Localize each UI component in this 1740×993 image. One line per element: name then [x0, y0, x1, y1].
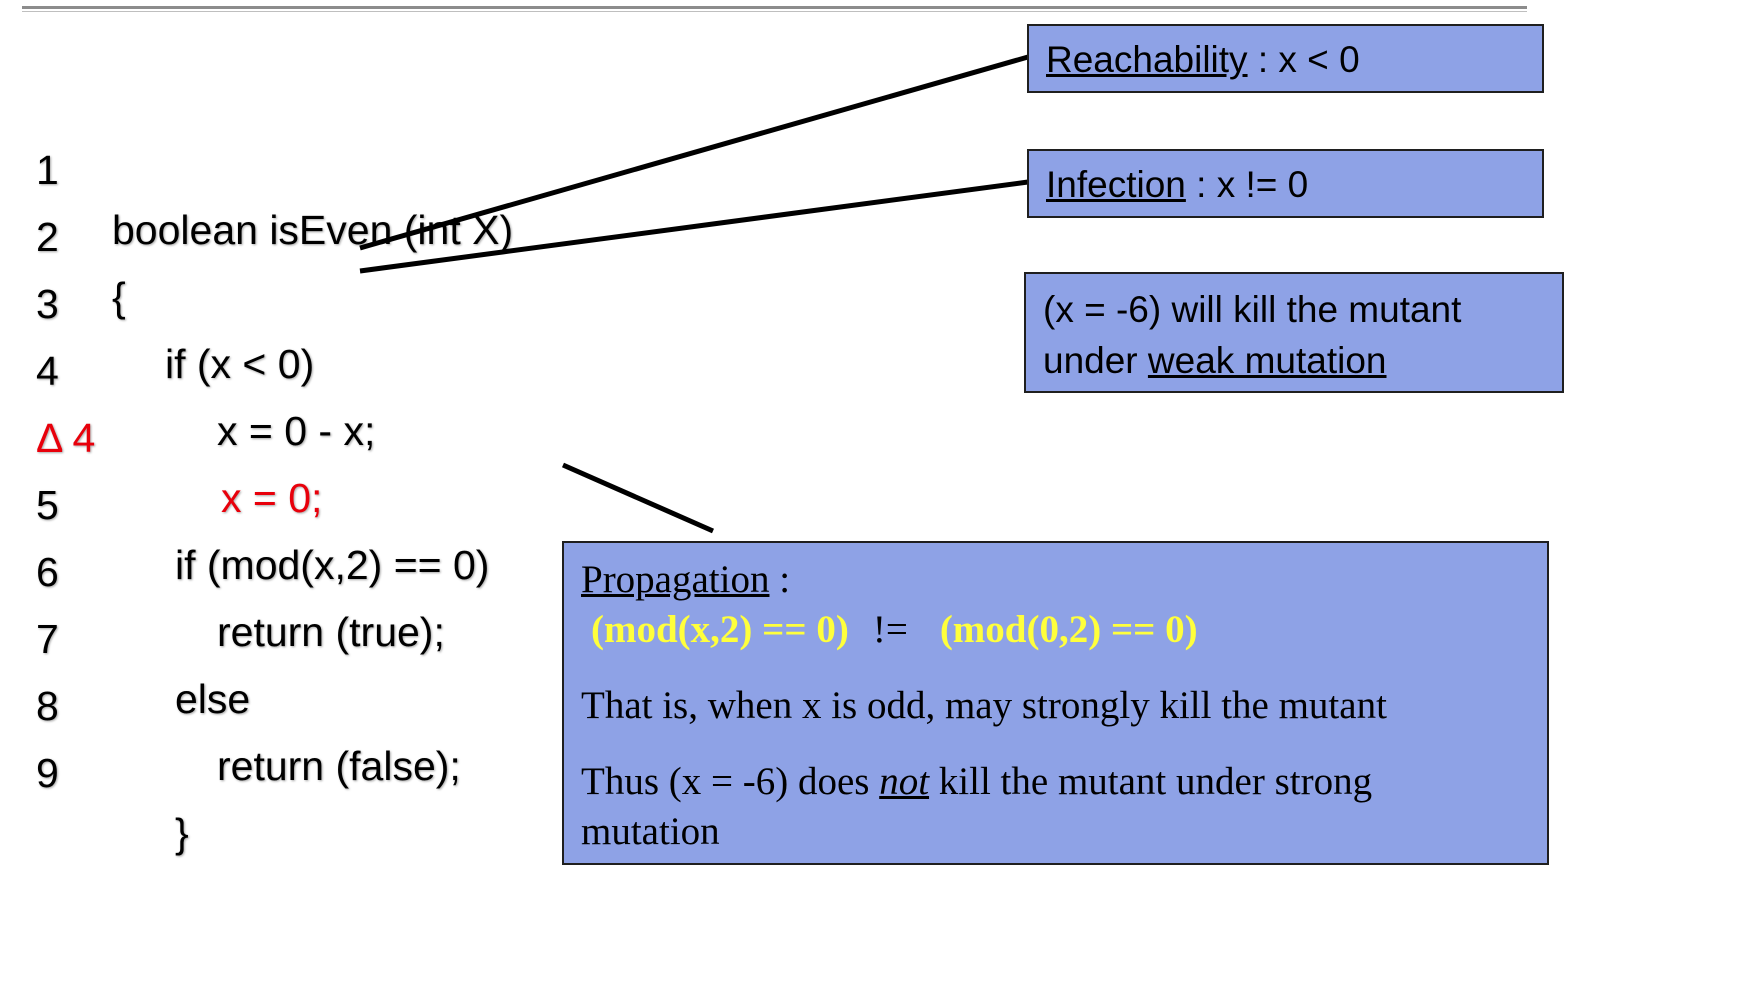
- expr-left: (mod(x,2) == 0): [591, 608, 849, 651]
- infection-label: Infection : x != 0: [1046, 164, 1308, 205]
- code-text: else: [175, 676, 251, 722]
- weak-line-1: (x = -6) will kill the mutant: [1043, 289, 1462, 330]
- infection-term: Infection: [1046, 164, 1186, 205]
- propagation-expression: (mod(x,2) == 0) != (mod(0,2) == 0): [581, 605, 1547, 655]
- weak-term: weak mutation: [1147, 340, 1387, 381]
- infection-connector: [359, 179, 1029, 274]
- line-number: 7: [36, 616, 59, 662]
- code-text: return (false);: [217, 743, 461, 789]
- code-text: {: [112, 274, 126, 320]
- propagation-box: Propagation : (mod(x,2) == 0) != (mod(0,2)…: [562, 541, 1549, 865]
- line-number: 9: [36, 750, 59, 796]
- infection-condition: : x != 0: [1185, 164, 1309, 205]
- code-line: 6 return (true);: [0, 482, 445, 655]
- code-text: if (x < 0): [165, 341, 315, 387]
- line-number: 2: [36, 214, 59, 260]
- line-number: 6: [36, 549, 59, 595]
- mutant-line: Δ 4 x = 0;: [0, 348, 322, 521]
- propagation-term: Propagation: [581, 558, 770, 601]
- code-line: 5 if (mod(x,2) == 0): [0, 415, 489, 588]
- mutant-code-text: x = 0;: [221, 475, 323, 521]
- propagation-colon: :: [769, 558, 791, 601]
- expr-right: (mod(0,2) == 0): [939, 608, 1198, 651]
- sentence2-emphasis: not: [879, 760, 930, 803]
- line-number: 3: [36, 281, 59, 327]
- reachability-condition: : x < 0: [1247, 39, 1360, 80]
- line-number: 1: [36, 147, 59, 193]
- weak-line-2: under weak mutation: [1043, 335, 1562, 386]
- reachability-term: Reachability: [1046, 39, 1248, 80]
- top-rule-secondary: [22, 11, 1527, 12]
- expr-operator: !=: [872, 608, 908, 651]
- reachability-label: Reachability : x < 0: [1046, 39, 1360, 80]
- infection-box: Infection : x != 0: [1027, 149, 1544, 218]
- code-line: 7 else: [0, 549, 250, 722]
- code-text: x = 0 - x;: [217, 408, 376, 454]
- code-line: 2 {: [0, 147, 126, 320]
- code-line: 3 if (x < 0): [0, 214, 314, 387]
- code-line: 1 boolean isEven (int X): [0, 80, 513, 253]
- code-line: 9 }: [0, 683, 189, 856]
- weak-mutation-box: (x = -6) will kill the mutant under weak…: [1024, 272, 1564, 393]
- mutant-line-number: Δ 4: [36, 415, 96, 461]
- code-text: }: [175, 810, 189, 856]
- propagation-sentence-2-cont: mutation: [581, 810, 720, 853]
- sentence2-prefix: Thus (x = -6) does: [581, 760, 880, 803]
- line-number: 4: [36, 348, 59, 394]
- propagation-sentence-2: Thus (x = -6) does not kill the mutant u…: [581, 757, 1547, 807]
- top-rule: [22, 6, 1527, 9]
- propagation-connector: [561, 462, 715, 534]
- code-text: boolean isEven (int X): [112, 207, 514, 253]
- line-number: 8: [36, 683, 59, 729]
- propagation-sentence-1: That is, when x is odd, may strongly kil…: [581, 684, 1387, 727]
- reachability-connector: [359, 54, 1029, 251]
- weak-prefix: under: [1043, 340, 1148, 381]
- code-line: 4 x = 0 - x;: [0, 281, 375, 454]
- code-text: return (true);: [217, 609, 445, 655]
- code-text: if (mod(x,2) == 0): [175, 542, 490, 588]
- sentence2-suffix: kill the mutant under strong: [929, 760, 1373, 803]
- line-number: 5: [36, 482, 59, 528]
- propagation-heading: Propagation :: [581, 555, 1547, 605]
- reachability-box: Reachability : x < 0: [1027, 24, 1544, 93]
- code-line: 8 return (false);: [0, 616, 461, 789]
